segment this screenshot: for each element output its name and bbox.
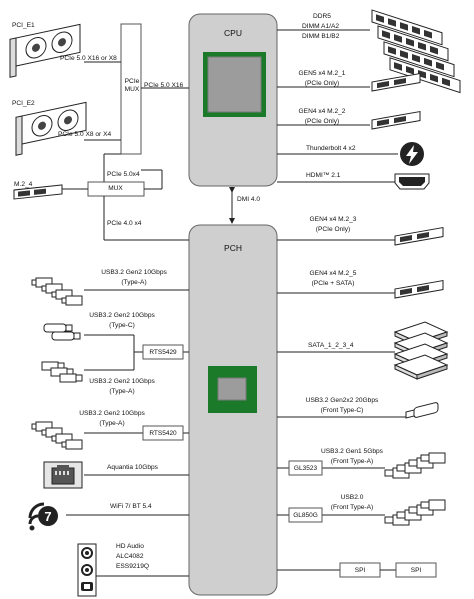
audio-label-2: ALC4082 <box>116 553 144 560</box>
ddr-label-2: DIMM A1/A2 <box>302 23 340 30</box>
pcie-mux-box <box>120 23 142 155</box>
usb-a-top-label-2: (Type-A) <box>121 279 147 286</box>
pci-e2-label: PCI_E2 <box>12 100 35 107</box>
spi2-box <box>395 562 437 578</box>
m2-4-label: M.2_4 <box>14 181 33 188</box>
ethernet-port-icon <box>43 461 83 489</box>
usb-a-mid-label-1: USB3.2 Gen2 10Gbps <box>89 378 155 385</box>
wifi7-icon: 7 <box>28 500 58 531</box>
rts5420-label: RTS5420 <box>149 429 177 437</box>
spi1-label: SPI <box>354 566 366 574</box>
gen5-m21-label-1: GEN5 x4 M.2_1 <box>298 70 346 77</box>
gen4-m22-label-1: GEN4 x4 M.2_2 <box>298 108 346 115</box>
usb20-label-1: USB2.0 <box>340 494 364 501</box>
m2-4-ssd-icon <box>13 184 63 200</box>
pcie-mux-label: PCIe MUX <box>124 78 140 93</box>
hdmi-label: HDMI™ 2.1 <box>306 172 341 179</box>
usb-a-front-usb20-icon <box>384 499 446 526</box>
usb-gen1-label-1: USB3.2 Gen1 5Gbps <box>321 448 383 455</box>
mux-to-cpu-label: PCIe 5.0 X16 <box>144 82 184 89</box>
gen4-m23-label-1: GEN4 x4 M.2_3 <box>309 216 357 223</box>
dmi-label: DMI 4.0 <box>237 196 261 203</box>
pci-e1-speed: PCIe 5.0 X16 or X8 <box>60 55 117 62</box>
cpu-title: CPU <box>224 28 242 38</box>
gpu-card-1-icon <box>9 23 81 78</box>
mux-label: MUX <box>108 185 123 192</box>
thunderbolt-icon <box>400 142 424 166</box>
pch-title: PCH <box>224 243 242 253</box>
usb-a-low-label-2: (Type-A) <box>99 420 125 427</box>
m2-5-ssd-icon <box>394 279 444 299</box>
pci-e2-speed: PCIe 5.0 X8 or X4 <box>58 131 112 138</box>
usb-gen1-label-2: (Front Type-A) <box>330 458 374 465</box>
sata-label: SATA_1_2_3_4 <box>308 342 354 349</box>
audio-jacks-icon <box>77 543 97 597</box>
usb-c-icon-group <box>43 323 81 341</box>
gen4-m25-label-2: (PCIe + SATA) <box>311 280 355 287</box>
gpu-card-2-icon <box>15 101 87 156</box>
usb20-label-2: (Front Type-A) <box>330 504 374 511</box>
audio-label-1: HD Audio <box>116 543 144 550</box>
hdmi-port-icon <box>394 173 430 190</box>
gen4-m23-label-2: (PCIe Only) <box>315 226 351 233</box>
pcie50x4-label: PCIe 5.0x4 <box>107 171 140 178</box>
dimm-memory-icon <box>371 9 461 94</box>
gen4-m25-label-1: GEN4 x4 M.2_5 <box>309 270 357 277</box>
usb-gen2x2-label-2: (Front Type-C) <box>320 407 364 414</box>
usb-c-label-1: USB3.2 Gen2 10Gbps <box>89 312 155 319</box>
usb-a-low-label-1: USB3.2 Gen2 10Gbps <box>79 410 145 417</box>
usb-a-icon-group-top <box>31 277 83 306</box>
m2-2-ssd-icon <box>371 110 421 130</box>
pci-e1-label: PCI_E1 <box>12 22 35 29</box>
usb-gen2x2-label-1: USB3.2 Gen2x2 20Gbps <box>305 397 379 404</box>
sata-drives-icon <box>393 321 449 380</box>
ddr-label-3: DIMM B1/B2 <box>302 33 340 40</box>
rts5420-box <box>142 425 184 441</box>
gl850g-label: GL850G <box>293 511 318 519</box>
m2-3-ssd-icon <box>394 226 444 246</box>
wifi-label: WiFi 7/ BT 5.4 <box>110 503 152 510</box>
usb-a-icon-group-mid <box>41 361 83 383</box>
ddr-label-1: DDR5 <box>313 13 331 20</box>
spi2-label: SPI <box>410 566 422 574</box>
gl3523-box <box>288 460 323 476</box>
rts5429-box <box>142 344 184 360</box>
rts5429-label: RTS5429 <box>149 348 177 356</box>
m2-1-ssd-icon <box>371 72 421 92</box>
usb-a-top-label-1: USB3.2 Gen2 10Gbps <box>101 269 167 276</box>
pcie40x4-label: PCIe 4.0 x4 <box>107 220 142 227</box>
usb-c-label-2: (Type-C) <box>109 322 135 329</box>
gl3523-label: GL3523 <box>293 464 318 472</box>
svg-text:7: 7 <box>44 509 51 524</box>
gen4-m22-label-2: (PCIe Only) <box>304 118 340 125</box>
usb-a-front-gen1-icon <box>384 452 446 479</box>
usb-c-front-icon <box>405 402 439 419</box>
thunderbolt-label: Thunderbolt 4 x2 <box>306 145 356 152</box>
aquantia-label: Aquantia 10Gbps <box>107 464 158 471</box>
usb-a-icon-group-low <box>31 421 83 450</box>
gen5-m21-label-2: (PCIe Only) <box>304 80 340 87</box>
audio-label-3: ESS9219Q <box>116 563 149 570</box>
gl850g-box <box>288 507 323 523</box>
usb-a-mid-label-2: (Type-A) <box>109 388 135 395</box>
